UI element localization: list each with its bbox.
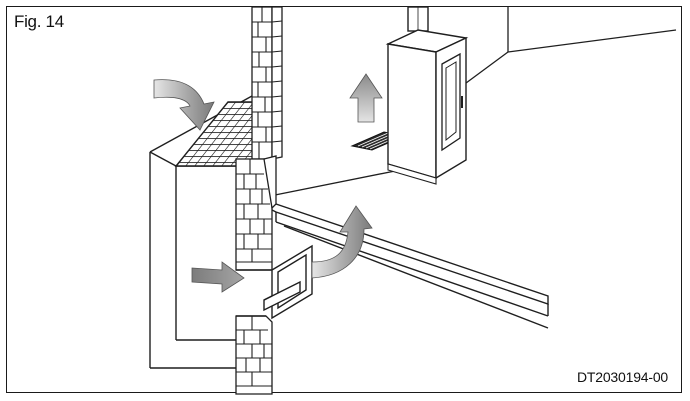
drawing-code: DT2030194-00 (577, 369, 668, 385)
brick-wall-upper (251, 6, 283, 160)
wall-vent-opening (236, 244, 313, 320)
curved-arrow-icon (153, 73, 383, 293)
pellet-stove-icon (385, 6, 469, 185)
brick-wall-middle (235, 155, 277, 271)
room-outline (269, 7, 677, 197)
figure-frame (6, 6, 682, 393)
figure-label: Fig. 14 (14, 12, 64, 31)
brick-wall-lower (235, 315, 273, 395)
